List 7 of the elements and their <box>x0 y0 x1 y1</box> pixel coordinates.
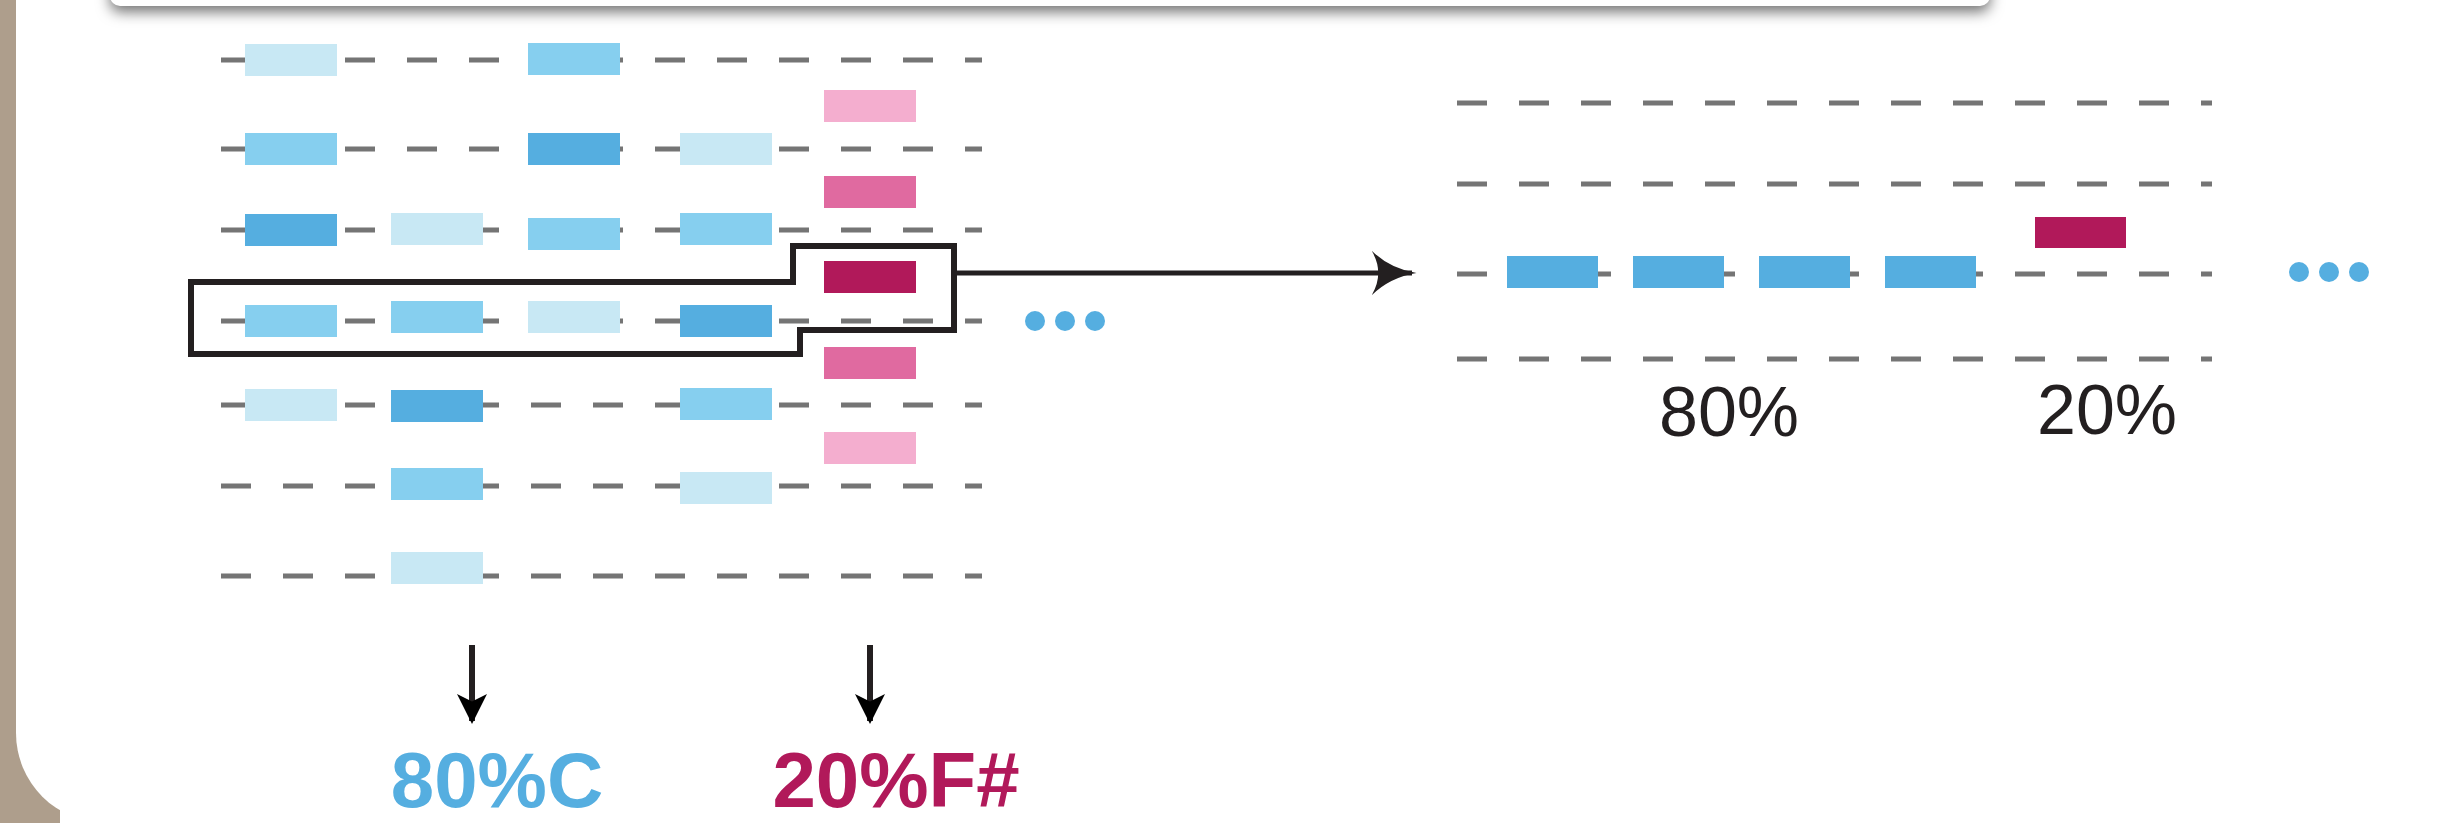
percentage-label: 20% <box>2036 370 2178 450</box>
arrow <box>855 645 885 724</box>
percentage-label: 80%C <box>390 735 604 823</box>
percentage-label: 20%F# <box>772 735 1020 823</box>
selection-outline <box>188 243 957 357</box>
arrow <box>457 645 487 724</box>
percentage-label: 80% <box>1658 372 1800 452</box>
